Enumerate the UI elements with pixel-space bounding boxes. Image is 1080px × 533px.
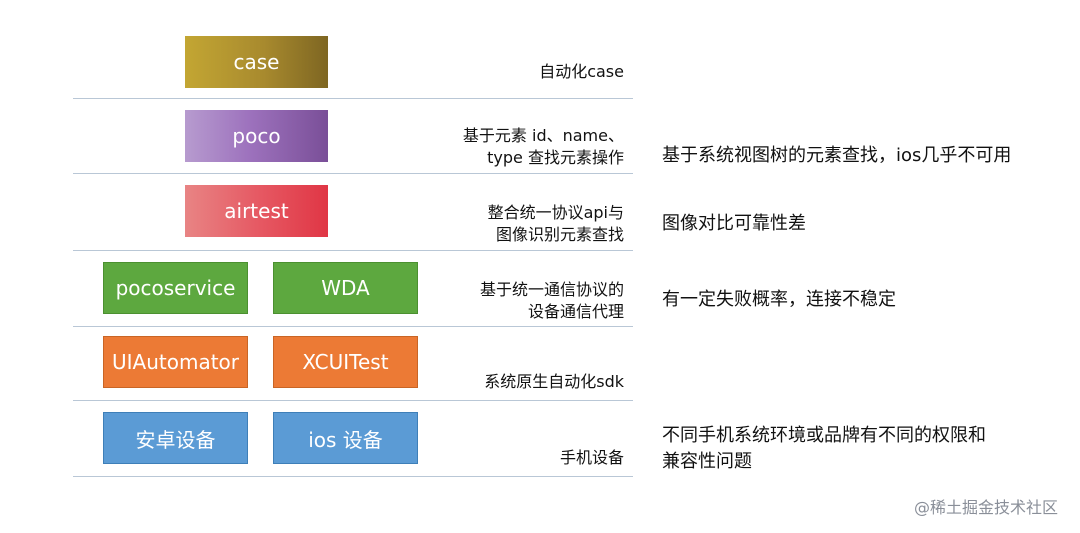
wda-box: WDA bbox=[273, 262, 418, 314]
xcuitest-box: XCUITest bbox=[273, 336, 418, 388]
airtest-box: airtest bbox=[185, 185, 328, 237]
layer-divider-2 bbox=[73, 173, 633, 174]
poco-box: poco bbox=[185, 110, 328, 162]
layer-label-mobile-device: 手机设备 bbox=[559, 448, 624, 467]
case-box: case bbox=[185, 36, 328, 88]
layer-label-airtest: 整合统一协议api与 图像识别元素查找 bbox=[487, 203, 624, 244]
layer-divider-1 bbox=[73, 98, 633, 99]
layer-label-device-proxy: 基于统一通信协议的 设备通信代理 bbox=[479, 280, 624, 321]
note-mobile-device: 不同手机系统环境或品牌有不同的权限和 兼容性问题 bbox=[662, 425, 986, 472]
layer-label-automation-case: 自动化case bbox=[539, 62, 624, 81]
pocoservice-box: pocoservice bbox=[103, 262, 248, 314]
layer-divider-4 bbox=[73, 326, 633, 327]
watermark: @稀土掘金技术社区 bbox=[913, 498, 1058, 517]
layer-divider-3 bbox=[73, 250, 633, 251]
layer-label-native-sdk: 系统原生自动化sdk bbox=[484, 372, 624, 391]
note-device-proxy: 有一定失败概率，连接不稳定 bbox=[662, 289, 896, 310]
note-poco: 基于系统视图树的元素查找，ios几乎不可用 bbox=[662, 145, 1012, 166]
layer-divider-6 bbox=[73, 476, 633, 477]
ios-device-box: ios 设备 bbox=[273, 412, 418, 464]
android-device-box: 安卓设备 bbox=[103, 412, 248, 464]
layer-divider-5 bbox=[73, 400, 633, 401]
layer-label-poco: 基于元素 id、name、 type 查找元素操作 bbox=[462, 126, 624, 167]
note-airtest: 图像对比可靠性差 bbox=[662, 213, 806, 234]
uiautomator-box: UIAutomator bbox=[103, 336, 248, 388]
